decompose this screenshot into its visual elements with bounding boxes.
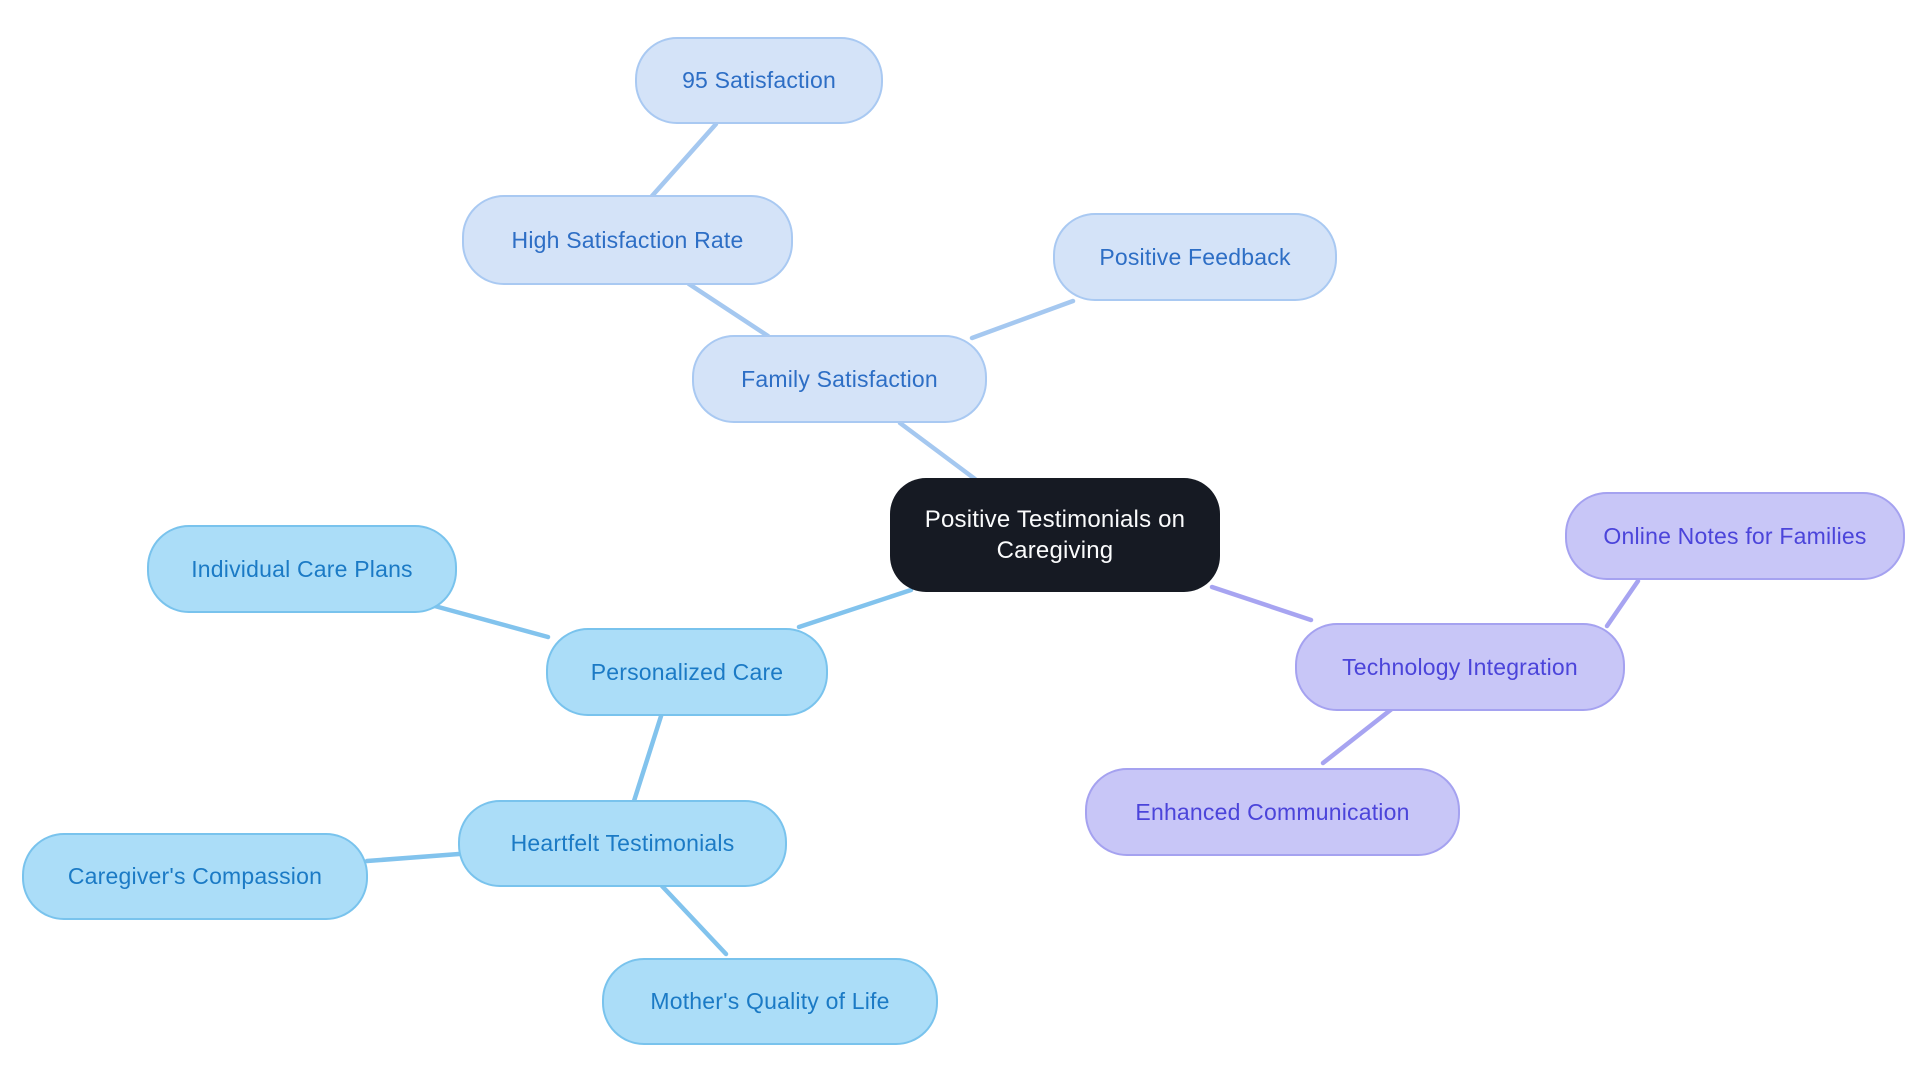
node-label: Individual Care Plans (191, 555, 413, 582)
node-central-label: Positive Testimonials on Caregiving (924, 505, 1186, 564)
node-label: Online Notes for Families (1603, 522, 1867, 549)
node-technology-integration[interactable]: Technology Integration (1295, 623, 1625, 711)
node-family-satisfaction[interactable]: Family Satisfaction (692, 335, 987, 423)
edge-personalized-heartfelt (631, 710, 665, 804)
edge-individual-personalized (428, 602, 551, 640)
node-caregivers-compassion[interactable]: Caregiver's Compassion (22, 833, 368, 920)
node-central-topic[interactable]: Positive Testimonials on Caregiving (890, 478, 1220, 592)
node-label: Positive Feedback (1099, 243, 1291, 270)
node-label: Family Satisfaction (741, 365, 938, 392)
node-95-satisfaction[interactable]: 95 Satisfaction (635, 37, 883, 124)
node-personalized-care[interactable]: Personalized Care (546, 628, 828, 716)
node-positive-feedback[interactable]: Positive Feedback (1053, 213, 1337, 301)
node-label: 95 Satisfaction (682, 67, 836, 93)
edge-caregiver-heartfelt (364, 851, 462, 864)
node-high-satisfaction-rate[interactable]: High Satisfaction Rate (462, 195, 793, 285)
edge-tech-onlinenotes (1604, 578, 1641, 629)
edge-tech-enhanced (1320, 705, 1396, 766)
edge-feedback-family (969, 298, 1076, 341)
node-label: Caregiver's Compassion (67, 863, 323, 889)
edge-heartfelt-mother (659, 883, 729, 957)
node-individual-care-plans[interactable]: Individual Care Plans (147, 525, 457, 613)
edge-central-personalized (796, 587, 914, 630)
node-label: Enhanced Communication (1135, 798, 1410, 825)
node-heartfelt-testimonials[interactable]: Heartfelt Testimonials (458, 800, 787, 887)
node-enhanced-communication[interactable]: Enhanced Communication (1085, 768, 1460, 856)
node-label: Mother's Quality of Life (650, 988, 890, 1014)
node-mothers-quality-of-life[interactable]: Mother's Quality of Life (602, 958, 938, 1045)
node-label: High Satisfaction Rate (511, 226, 744, 253)
node-label: Technology Integration (1342, 653, 1578, 680)
node-online-notes-for-families[interactable]: Online Notes for Families (1565, 492, 1905, 580)
node-label: Personalized Care (590, 658, 784, 685)
edge-highrate-family (686, 281, 771, 339)
node-label: Heartfelt Testimonials (510, 830, 735, 856)
edge-central-tech (1209, 584, 1314, 623)
edge-family-central (897, 420, 978, 482)
edge-95-highrate (649, 121, 719, 199)
